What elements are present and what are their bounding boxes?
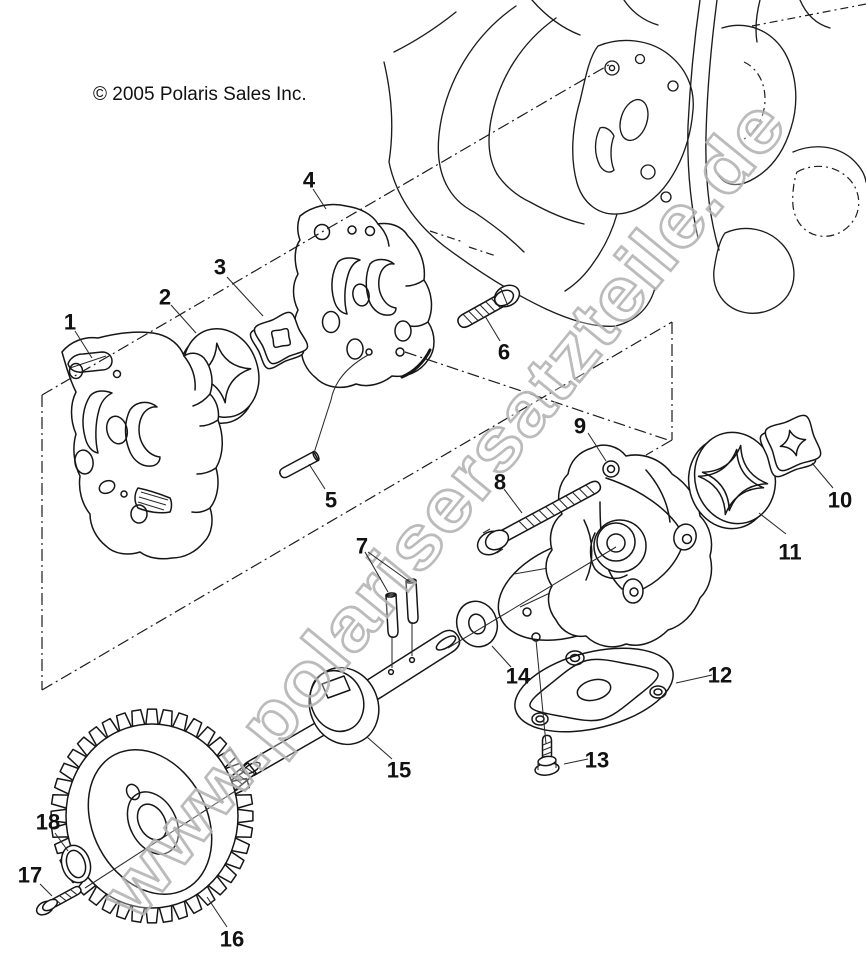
part-4-pump-plate (292, 203, 435, 389)
part-label-9: 9 (574, 414, 586, 439)
part-label-15: 15 (387, 758, 411, 783)
part-17-screw (35, 885, 82, 916)
part-label-12: 12 (708, 663, 732, 688)
part-label-10: 10 (828, 488, 852, 513)
part-10-inner-rotor (759, 414, 822, 478)
part-7-pins (385, 578, 419, 676)
part-1-pump-housing (61, 331, 223, 560)
part-14-washer (455, 600, 499, 648)
part-8-bolt (476, 480, 602, 556)
part-label-17: 17 (18, 863, 42, 888)
part-label-14: 14 (506, 664, 531, 689)
leader-line-14 (491, 645, 512, 668)
leader-line-8 (503, 488, 523, 514)
part-label-5: 5 (325, 488, 337, 513)
part-label-11: 11 (778, 540, 801, 565)
leader-line-6 (484, 315, 501, 342)
copyright-text: © 2005 Polaris Sales Inc. (93, 84, 307, 105)
leader-line-17 (39, 883, 53, 897)
leader-line-11 (758, 512, 787, 535)
part-label-18: 18 (36, 810, 60, 835)
leader-line-18 (54, 832, 69, 852)
part-label-2: 2 (159, 285, 171, 310)
leader-line-7 (364, 551, 389, 593)
crankcase-outline (383, 0, 866, 328)
part-16-pump-gear (50, 708, 254, 924)
leader-line-9 (587, 432, 607, 462)
alignment-lines (84, 354, 617, 889)
leader-line-12 (675, 674, 713, 684)
leader-line-5 (308, 463, 326, 490)
part-13-screw (534, 734, 560, 776)
part-5-dowel-pin (279, 450, 320, 479)
part-label-16: 16 (220, 927, 244, 952)
part-label-13: 13 (585, 748, 609, 773)
leader-line-10 (811, 462, 834, 489)
part-18-oring (60, 844, 92, 884)
part-label-3: 3 (214, 255, 226, 280)
part-label-7: 7 (356, 534, 368, 559)
section-plane-frame (41, 62, 673, 691)
part-label-8: 8 (494, 470, 506, 495)
part-3-inner-rotor (249, 311, 309, 370)
leader-line-7 (367, 551, 411, 583)
leader-line-4 (312, 188, 327, 210)
leader-line-15 (366, 736, 393, 760)
part-label-6: 6 (498, 340, 510, 365)
leader-line-1 (74, 330, 93, 359)
part-label-4: 4 (303, 168, 316, 193)
part-11-outer-rotor (687, 431, 777, 530)
leader-line-2 (170, 304, 197, 334)
leader-line-16 (206, 896, 228, 928)
part-label-1: 1 (64, 310, 76, 335)
leader-line-3 (226, 276, 264, 317)
leader-line-13 (563, 758, 589, 765)
part-12-cover-plate (514, 647, 674, 733)
part-6-screw (457, 284, 521, 329)
